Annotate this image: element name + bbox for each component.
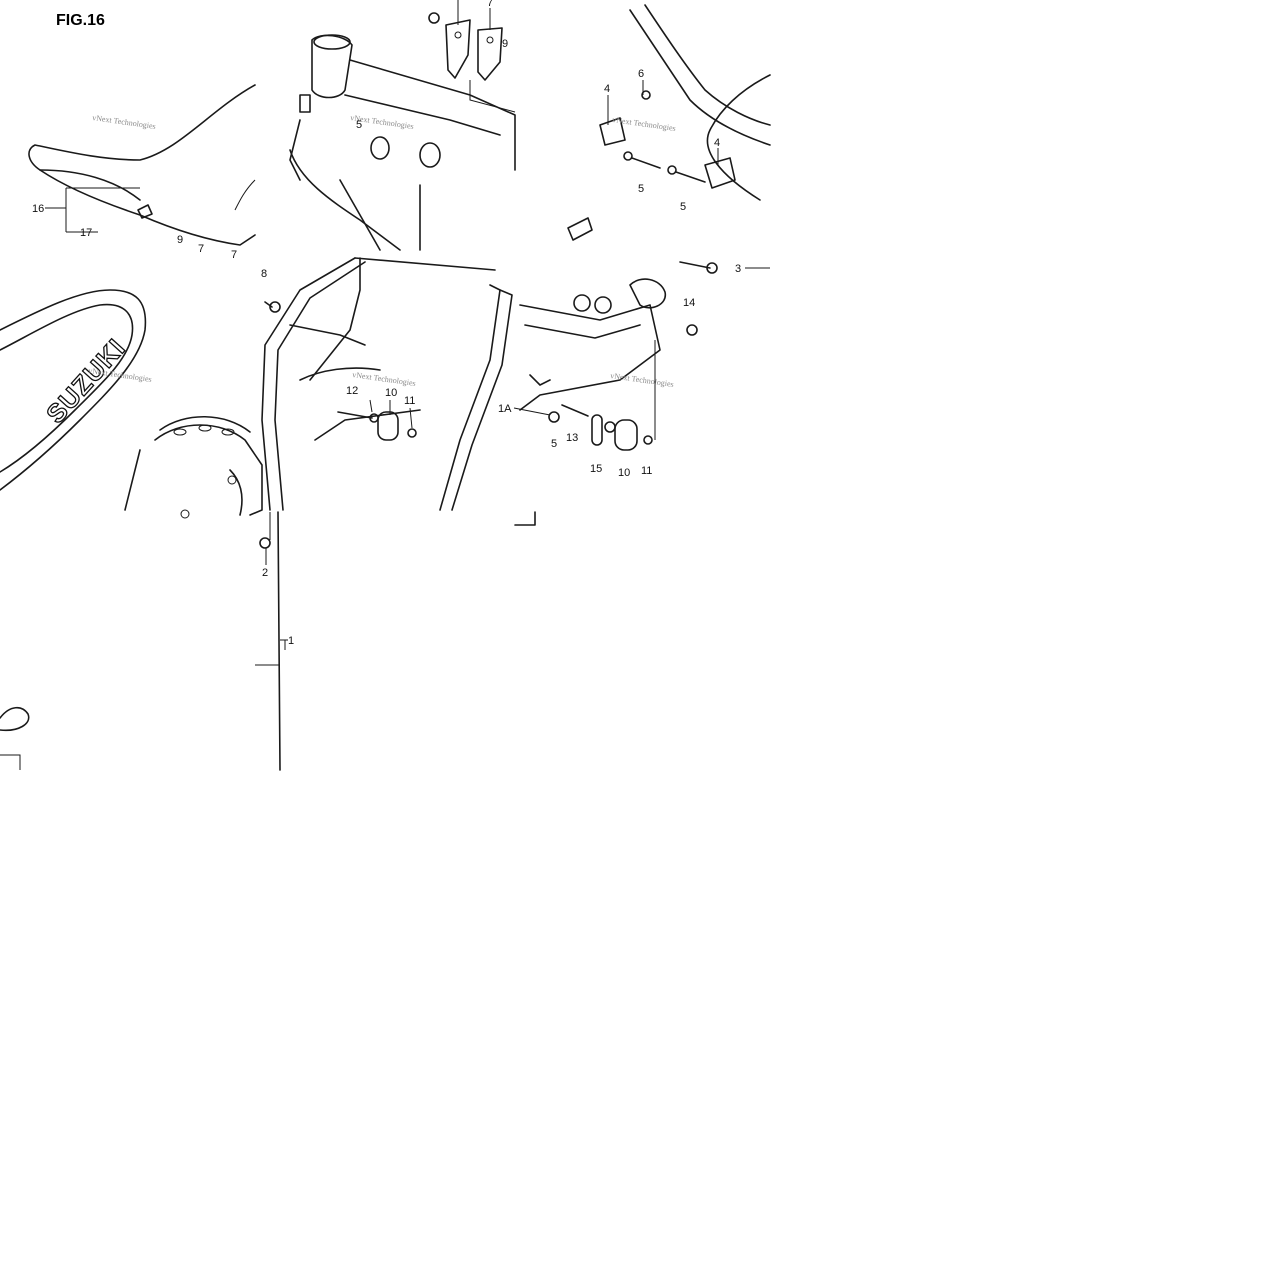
lower-pipe-drawing bbox=[0, 511, 288, 771]
seat-drawing bbox=[28, 84, 256, 246]
callout-7: 7 bbox=[198, 243, 204, 255]
callout-5: 5 bbox=[356, 119, 362, 131]
callout-9: 9 bbox=[502, 38, 508, 50]
callout-5: 5 bbox=[680, 201, 686, 213]
callout-10: 10 bbox=[385, 387, 397, 399]
callout-12: 12 bbox=[346, 385, 358, 397]
callout-4: 4 bbox=[714, 137, 720, 149]
callout-labels: 16 17 9 7 7 7 9 5 4 6 4 5 5 3 8 14 12 10… bbox=[32, 0, 741, 647]
callout-7: 7 bbox=[231, 249, 237, 261]
watermarks: vNext Technologies vNext Technologies vN… bbox=[88, 113, 677, 389]
callout-7: 7 bbox=[487, 0, 493, 9]
watermark-text: vNext Technologies bbox=[352, 370, 417, 388]
figure-label: FIG.16 bbox=[56, 12, 105, 29]
watermark-text: vNext Technologies bbox=[610, 371, 675, 389]
callout-14: 14 bbox=[683, 297, 695, 309]
leader-lines bbox=[45, 0, 770, 666]
callout-3: 3 bbox=[735, 263, 741, 275]
callout-6: 6 bbox=[638, 68, 644, 80]
callout-1: 1 bbox=[288, 635, 294, 647]
callout-11: 11 bbox=[641, 465, 652, 477]
callout-1a: 1A bbox=[498, 403, 512, 415]
callout-10: 10 bbox=[618, 467, 630, 479]
callout-9: 9 bbox=[177, 234, 183, 246]
side-cover-drawing: SUZUKI bbox=[0, 289, 147, 491]
callout-11: 11 bbox=[404, 395, 415, 407]
callout-8: 8 bbox=[261, 268, 267, 280]
callout-5: 5 bbox=[638, 183, 644, 195]
watermark-text: vNext Technologies bbox=[92, 113, 157, 131]
callout-2: 2 bbox=[262, 567, 268, 579]
callout-4: 4 bbox=[604, 83, 610, 95]
callout-15: 15 bbox=[590, 463, 602, 475]
callout-5: 5 bbox=[551, 438, 557, 450]
frame-drawing bbox=[261, 4, 771, 526]
rear-bracket-drawing bbox=[124, 415, 263, 519]
callout-13: 13 bbox=[566, 432, 578, 444]
callout-16: 16 bbox=[32, 203, 44, 215]
watermark-text: vNext Technologies bbox=[612, 115, 677, 133]
callout-17: 17 bbox=[80, 227, 92, 239]
